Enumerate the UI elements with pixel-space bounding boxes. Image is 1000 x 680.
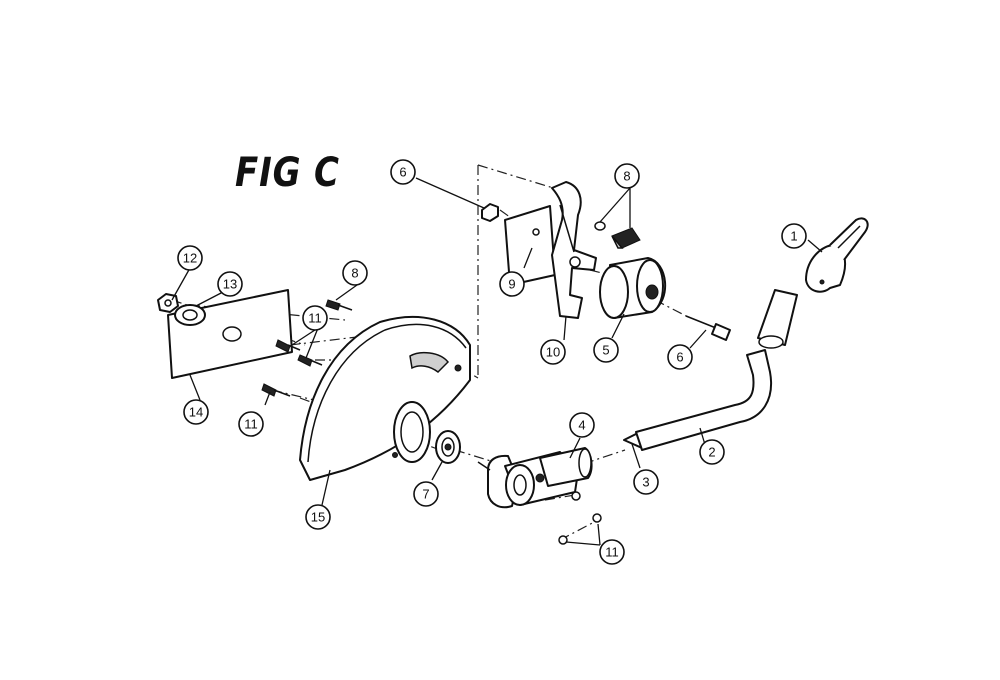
- part-plate: [167, 289, 293, 379]
- svg-text:8: 8: [351, 266, 358, 281]
- part-nut: [157, 293, 179, 313]
- svg-text:1: 1: [790, 229, 797, 244]
- callout-15: 15: [305, 504, 331, 530]
- callout-4: 4: [569, 412, 595, 438]
- part-tube: [635, 349, 773, 451]
- svg-text:10: 10: [546, 345, 560, 360]
- part-wedge: [594, 221, 641, 249]
- callout-12: 12: [177, 245, 203, 271]
- callout-11-left: 11: [302, 305, 328, 331]
- callout-13: 13: [217, 271, 243, 297]
- svg-text:9: 9: [508, 277, 515, 292]
- svg-text:15: 15: [311, 510, 325, 525]
- callout-6-top: 6: [390, 159, 416, 185]
- part-roller: [599, 257, 666, 319]
- part-housing: [477, 447, 593, 509]
- svg-text:5: 5: [602, 343, 609, 358]
- svg-text:12: 12: [183, 251, 197, 266]
- callout-1: 1: [781, 223, 807, 249]
- svg-text:4: 4: [578, 418, 585, 433]
- part-blade-guard: [299, 315, 471, 481]
- svg-text:6: 6: [676, 350, 683, 365]
- callout-7: 7: [413, 481, 439, 507]
- figure-title: FIG C: [235, 150, 340, 196]
- svg-text:6: 6: [399, 165, 406, 180]
- svg-text:3: 3: [642, 475, 649, 490]
- callout-14: 14: [183, 399, 209, 425]
- svg-text:8: 8: [623, 169, 630, 184]
- callout-10: 10: [540, 339, 566, 365]
- svg-text:2: 2: [708, 445, 715, 460]
- part-washer: [174, 304, 206, 326]
- part-long-bolt: [685, 315, 731, 341]
- callout-leaders: [171, 177, 823, 546]
- callout-8-right: 8: [614, 163, 640, 189]
- svg-text:14: 14: [189, 405, 203, 420]
- svg-text:11: 11: [605, 545, 619, 560]
- callout-6-bolt: 6: [667, 344, 693, 370]
- callout-3: 3: [633, 469, 659, 495]
- callout-8-left: 8: [342, 260, 368, 286]
- svg-text:11: 11: [244, 417, 258, 432]
- part-nut-top: [481, 203, 499, 222]
- part-handle-grip: [757, 217, 869, 349]
- part-lever-arm: [551, 181, 597, 319]
- callout-11-bottom: 11: [599, 539, 625, 565]
- svg-text:13: 13: [223, 277, 237, 292]
- part-bearing: [435, 430, 461, 464]
- callout-2: 2: [699, 439, 725, 465]
- svg-text:7: 7: [422, 487, 429, 502]
- part-nuts-lower: [558, 491, 602, 545]
- svg-text:11: 11: [308, 311, 322, 326]
- callout-9: 9: [499, 271, 525, 297]
- part-screw-upper: [325, 299, 353, 311]
- callout-11-lower: 11: [238, 411, 264, 437]
- part-bolts-left: [261, 339, 323, 397]
- callout-5: 5: [593, 337, 619, 363]
